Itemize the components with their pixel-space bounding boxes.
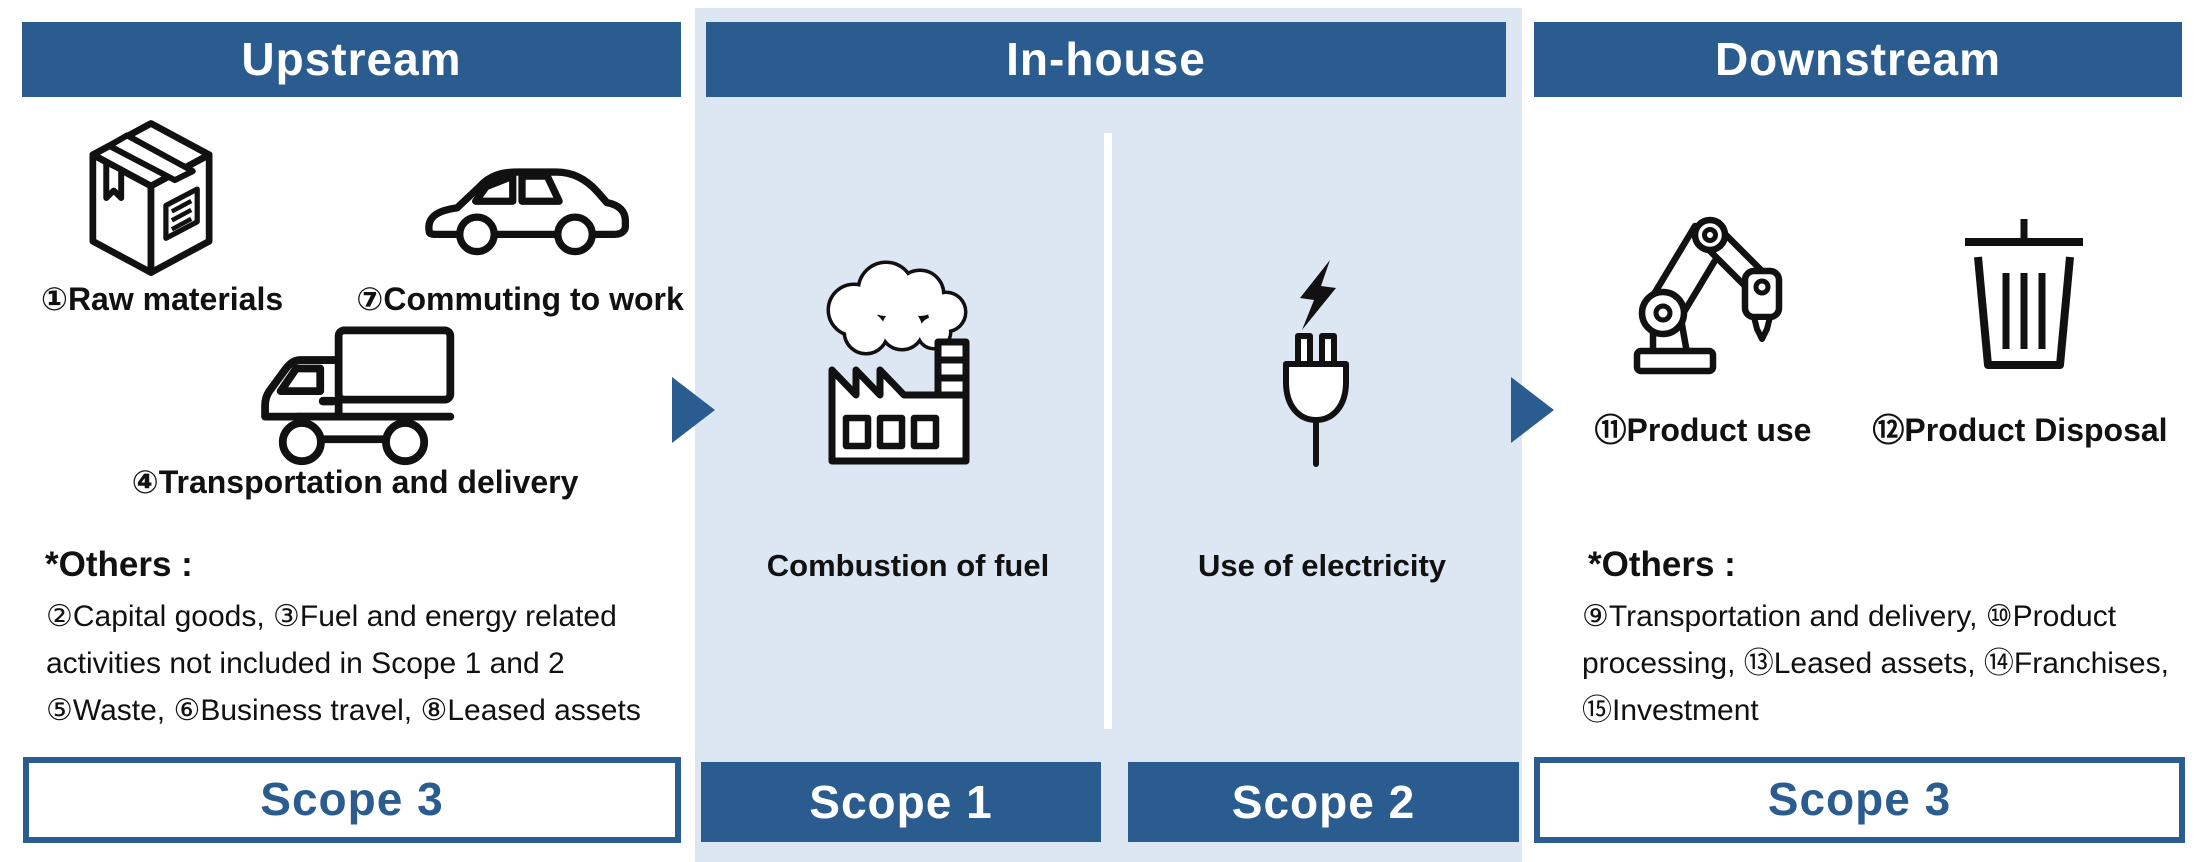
upstream-others-heading: *Others : [45,545,193,584]
downstream-others-heading: *Others : [1588,545,1736,584]
upstream-title: Upstream [241,33,462,85]
upstream-header: Upstream [22,22,681,97]
downstream-others-line: ⑮Investment [1582,694,1759,727]
robot-arm-icon [1623,213,1783,375]
car-icon [420,158,632,263]
downstream-others-line: processing, ⑬Leased assets, ⑭Franchises, [1582,647,2169,680]
downstream-header: Downstream [1534,22,2182,97]
trash-icon [1960,215,2088,373]
commuting-label: ⑦Commuting to work [356,281,684,317]
truck-icon [258,320,456,468]
upstream-scope-badge: Scope 3 [23,757,681,843]
downstream-scope-badge: Scope 3 [1534,757,2185,843]
arrow-right-icon [672,377,715,443]
downstream-title: Downstream [1714,33,2002,85]
box-icon [76,116,226,280]
upstream-others-line: ⑤Waste, ⑥Business travel, ⑧Leased assets [46,694,641,727]
product-use-label: ⑪Product use [1594,412,1812,448]
upstream-others-line: ②Capital goods, ③Fuel and energy related [46,600,617,633]
upstream-others-line: activities not included in Scope 1 and 2 [46,647,565,680]
scope2-bar: Scope 2 [1128,762,1519,842]
raw-materials-label: ①Raw materials [40,281,284,317]
scope1-bar: Scope 1 [701,762,1101,842]
product-disposal-label: ⑫Product Disposal [1872,412,2168,448]
inhouse-divider [1104,133,1112,729]
electricity-label: Use of electricity [1197,548,1447,583]
combustion-label: Combustion of fuel [766,548,1050,583]
transportation-label: ④Transportation and delivery [131,464,579,500]
upstream-others-text: ②Capital goods, ③Fuel and energy related… [46,593,666,734]
lightning-bolt-icon [1300,260,1336,330]
plug-icon [1272,256,1360,468]
inhouse-header: In-house [706,22,1506,97]
downstream-others-line: ⑨Transportation and delivery, ⑩Product [1582,600,2117,633]
factory-icon [822,256,984,466]
downstream-others-text: ⑨Transportation and delivery, ⑩Product p… [1582,593,2194,734]
inhouse-title: In-house [1006,33,1206,85]
arrow-right-icon [1511,377,1554,443]
